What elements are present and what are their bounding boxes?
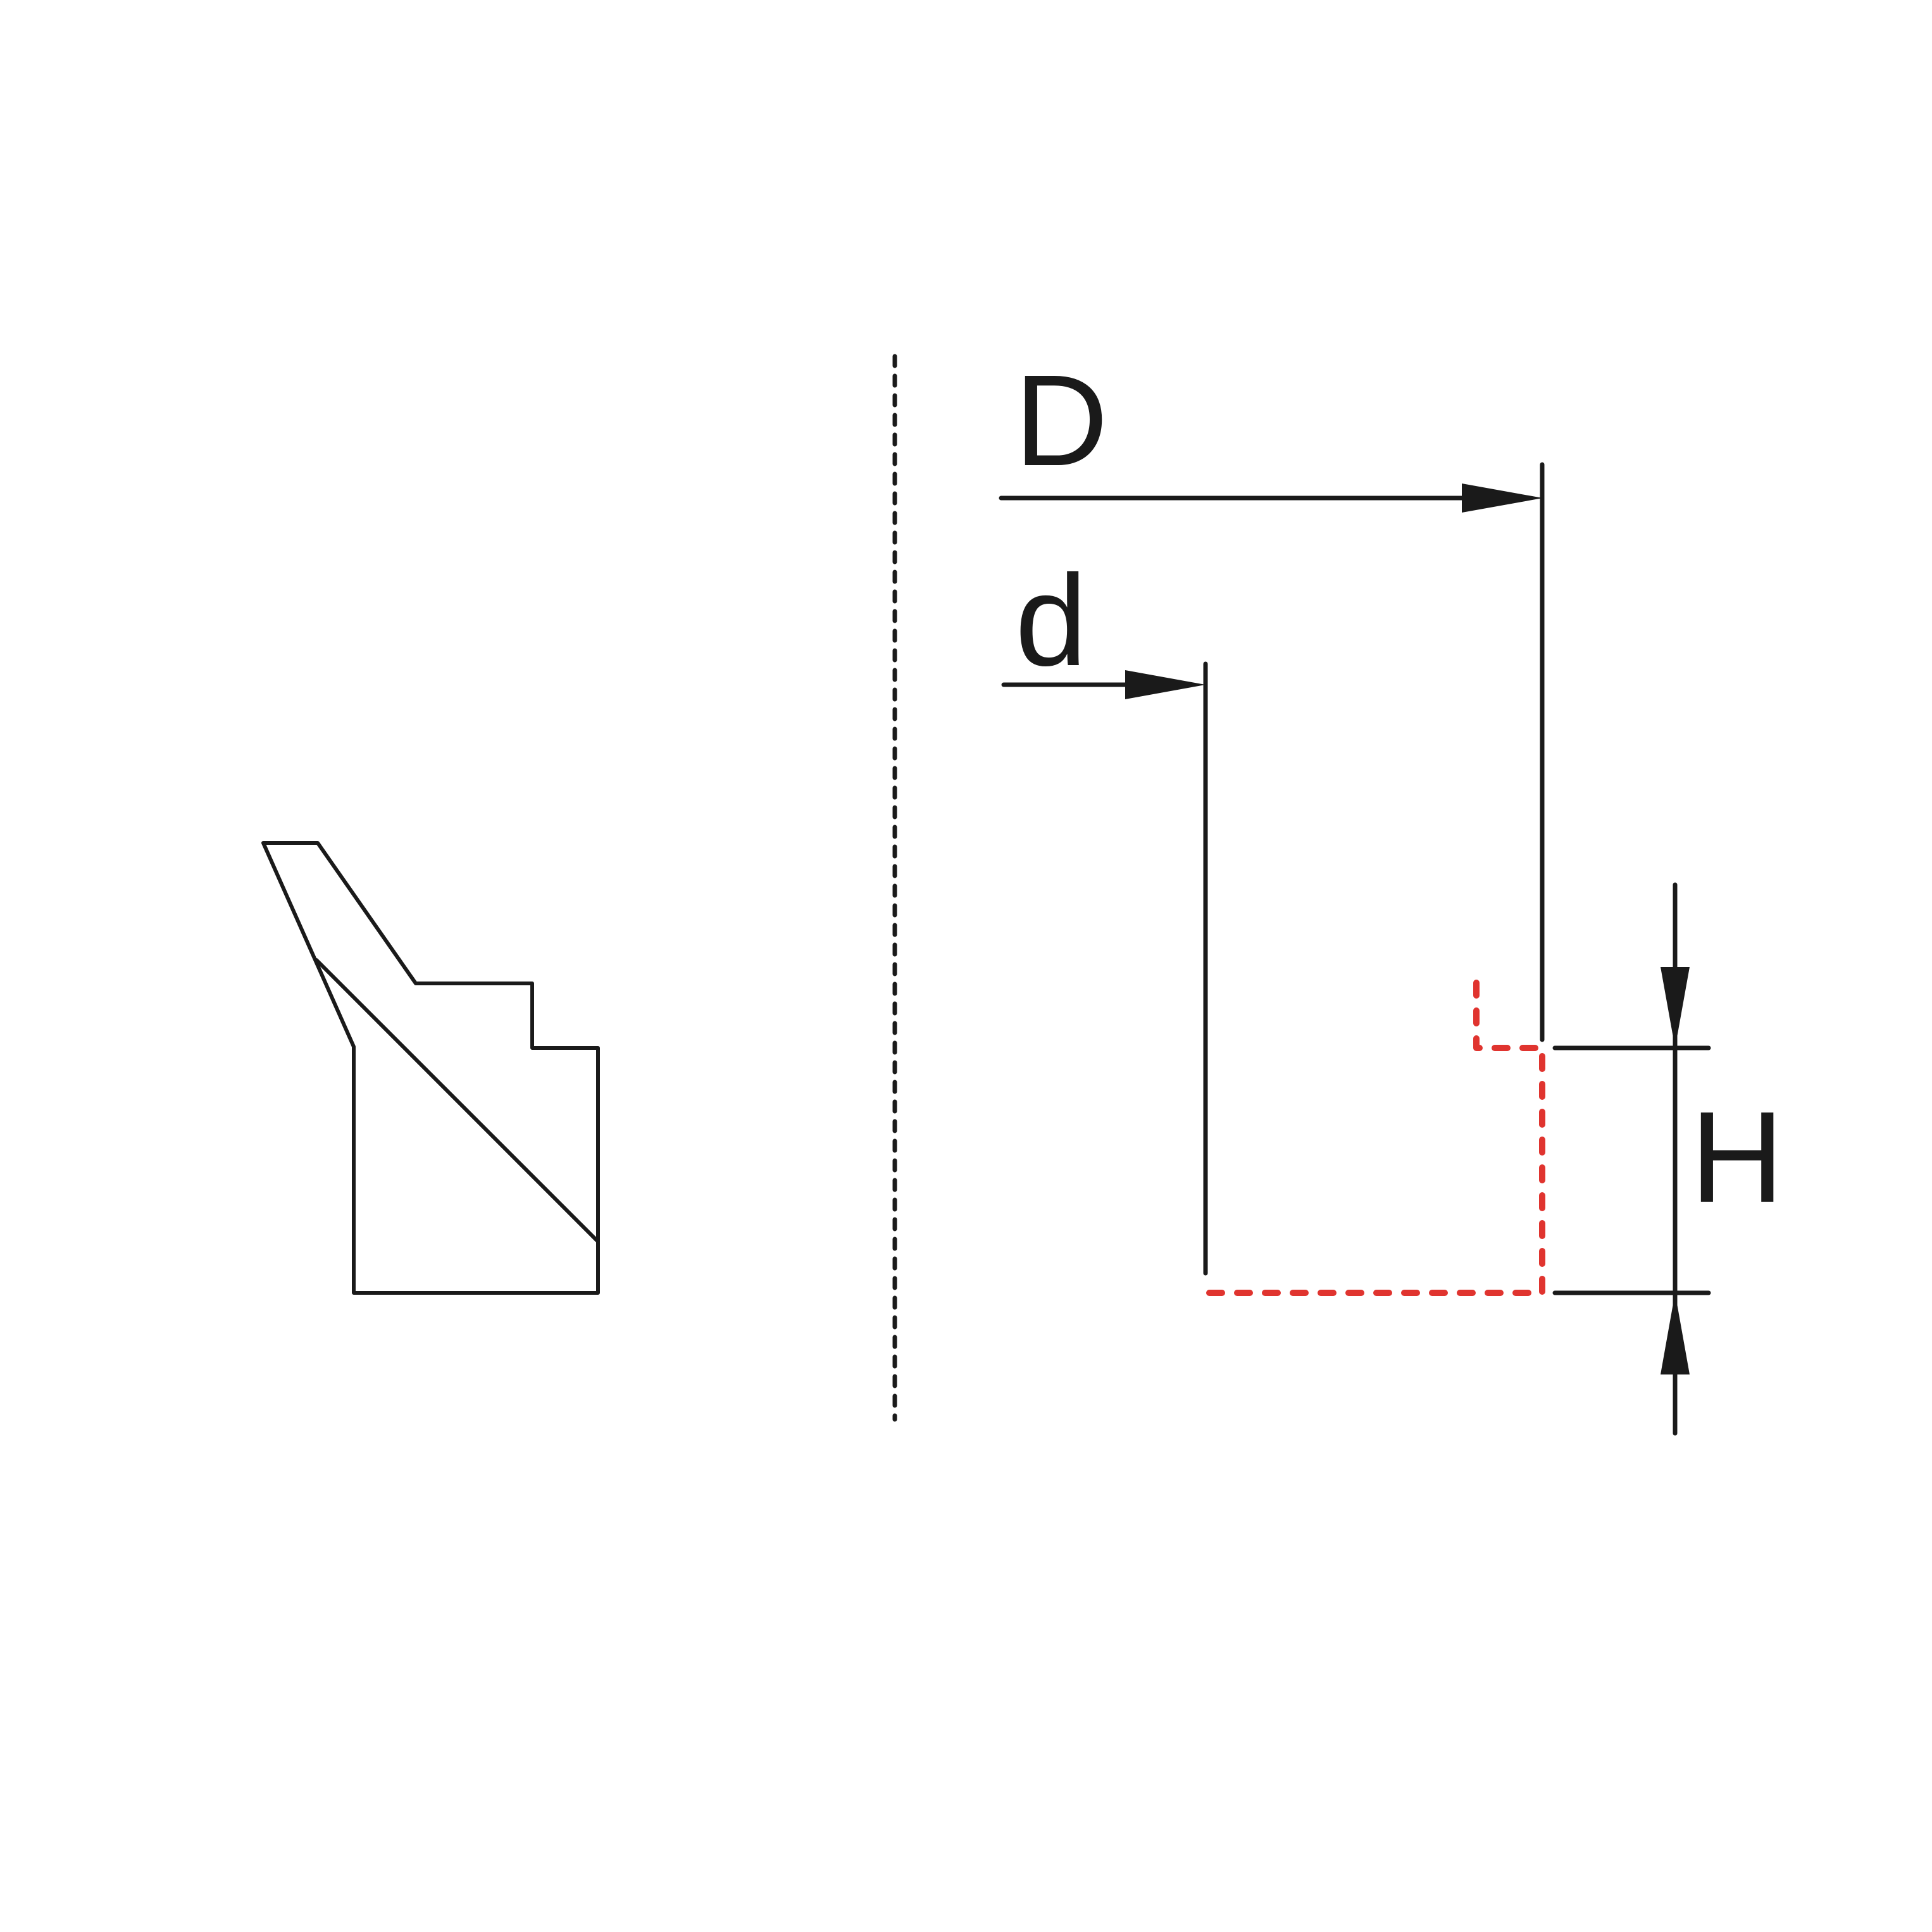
- seal-profile: [261, 841, 600, 1295]
- inner-diameter-arrowhead: [1125, 670, 1206, 699]
- outer-diameter-label: D: [1014, 348, 1108, 493]
- inner-diameter-dimension: d: [1001, 548, 1208, 1276]
- height-dimension: H: [1552, 882, 1784, 1436]
- outer-diameter-dimension: D: [999, 348, 1545, 1042]
- height-arrowhead-top: [1661, 967, 1690, 1048]
- height-label: H: [1690, 1085, 1784, 1230]
- outer-diameter-arrowhead: [1462, 483, 1543, 513]
- height-arrowhead-bottom: [1661, 1293, 1690, 1374]
- housing-outline: [1201, 980, 1545, 1296]
- inner-diameter-label: d: [1015, 548, 1087, 693]
- seal-lip-line: [315, 958, 600, 1243]
- seal-profile-outline: [261, 841, 600, 1295]
